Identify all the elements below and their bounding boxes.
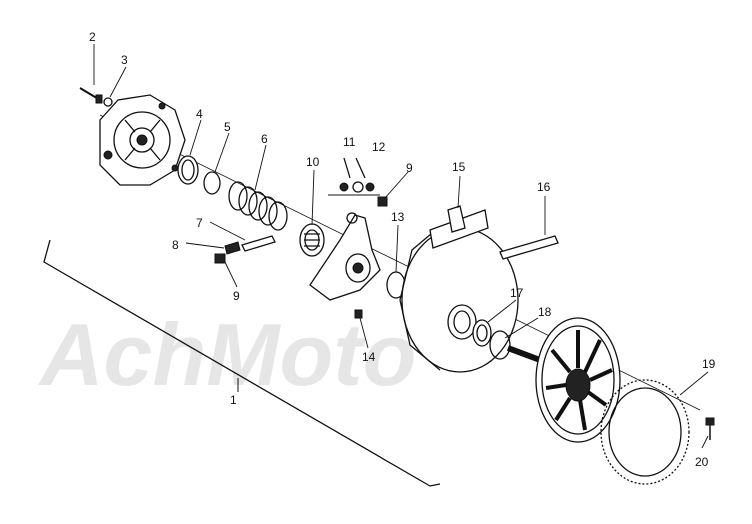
long-pin-part — [499, 235, 559, 260]
bushing-part-17 — [472, 319, 492, 347]
callout-19: 19 — [702, 357, 716, 371]
callout-18: 18 — [538, 305, 552, 319]
callout-13: 13 — [391, 210, 405, 224]
callout-7: 7 — [196, 216, 203, 230]
ring-gear-part — [600, 379, 690, 485]
callout-15: 15 — [452, 160, 466, 174]
callout-3: 3 — [121, 53, 128, 67]
callout-8: 8 — [172, 238, 179, 252]
cover-housing-part — [99, 94, 186, 186]
callout-16: 16 — [537, 180, 551, 194]
callout-1: 1 — [230, 393, 237, 407]
washer-part — [103, 97, 113, 107]
roller-part — [299, 223, 325, 257]
roller-bushing-part-lower — [214, 253, 226, 264]
washer-part-12b — [365, 182, 375, 192]
callout-14: 14 — [362, 350, 376, 364]
callout-2: 2 — [89, 30, 96, 44]
callout-12: 12 — [372, 140, 386, 154]
callout-9-lower: 9 — [233, 289, 240, 303]
pin-part — [241, 235, 276, 252]
snap-ring-part — [203, 171, 221, 195]
callout-6: 6 — [261, 132, 268, 146]
moveable-sheave-part — [399, 224, 519, 373]
bushing-part — [177, 155, 199, 185]
ring-part-18 — [489, 330, 511, 360]
fixed-sheave-part — [506, 317, 621, 443]
screw-part — [705, 417, 715, 440]
watermark: AchMoto — [38, 305, 416, 404]
callout-17: 17 — [510, 286, 524, 300]
callout-9-upper: 9 — [406, 161, 413, 175]
bolt-part — [79, 87, 103, 104]
small-fastener-part — [354, 309, 363, 319]
roller-bushing-part-upper — [377, 196, 388, 207]
bracket-plate-part — [429, 205, 489, 249]
assembly-bracket — [43, 239, 441, 487]
nut-part — [339, 182, 349, 192]
callout-11: 11 — [343, 135, 356, 149]
callout-20: 20 — [695, 455, 709, 469]
spider-arm-part — [309, 212, 381, 301]
spring-part — [228, 181, 288, 231]
callout-5: 5 — [224, 120, 231, 134]
callout-10: 10 — [306, 155, 320, 169]
callout-4: 4 — [196, 107, 203, 121]
washer-part-12 — [352, 181, 364, 193]
small-pin-part — [224, 241, 241, 255]
callout-leaders — [93, 44, 709, 449]
callout-leader-11 — [343, 157, 366, 179]
